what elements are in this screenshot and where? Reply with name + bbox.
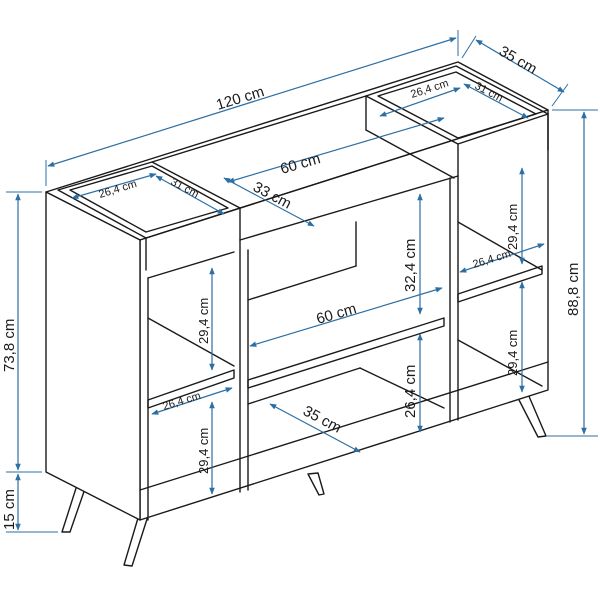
label-total-depth: 35 cm [496, 43, 540, 78]
left-side-face [45, 191, 141, 521]
label-total-width: 120 cm [214, 83, 266, 114]
sideboard [45, 61, 549, 567]
label-total-height: 88,8 cm [565, 263, 582, 316]
right-shelf [457, 265, 543, 303]
label-leg-height: 15 cm [1, 489, 18, 530]
label-center-upper-height: 32,4 cm [402, 239, 419, 292]
leg-front-right [517, 393, 547, 438]
label-left-upper-height: 29,4 cm [196, 298, 211, 344]
leg-front-center-left [123, 515, 149, 567]
label-right-lower-height: 29,4 cm [505, 330, 520, 376]
label-body-height: 73,8 cm [1, 319, 18, 372]
leg-front-center [307, 472, 325, 496]
label-right-upper-height: 29,4 cm [505, 204, 520, 250]
dim-total-depth [475, 39, 565, 93]
label-left-lower-height: 29,4 cm [196, 428, 211, 474]
dim-total-width [47, 37, 457, 167]
dimension-lines [6, 30, 598, 533]
label-center-lower-height: 26,4 cm [402, 365, 419, 418]
